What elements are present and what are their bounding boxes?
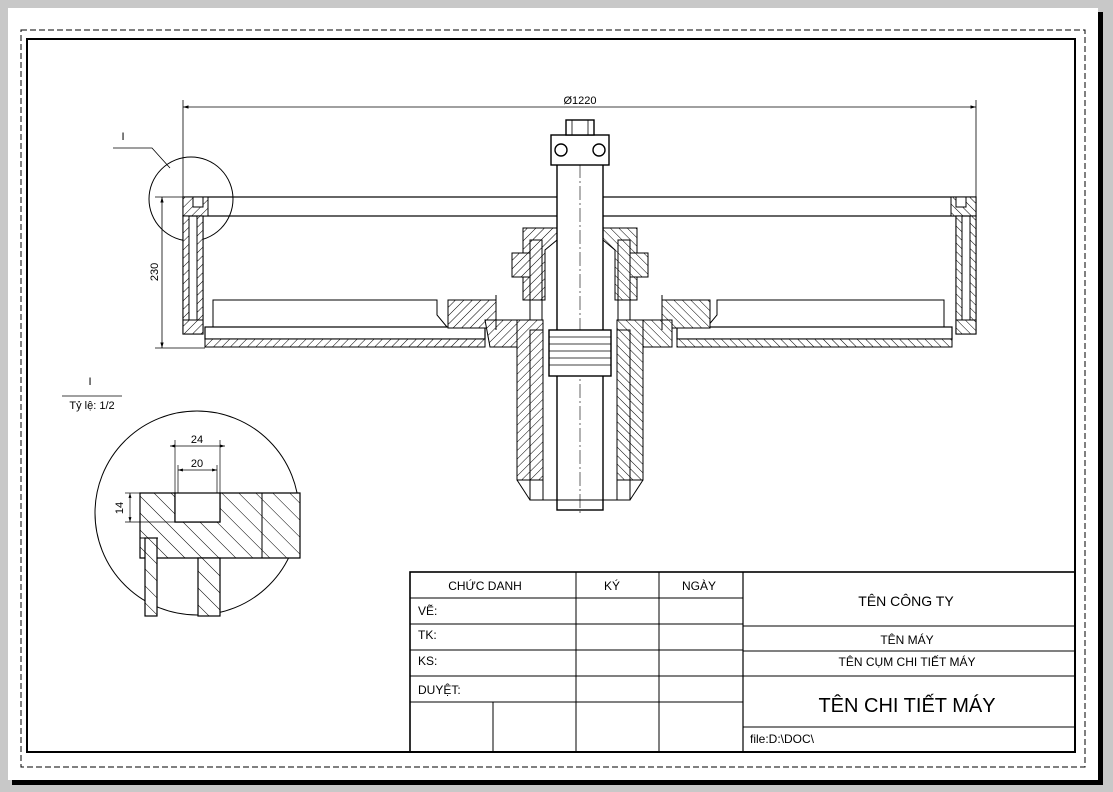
file-path: file:D:\DOC\	[750, 732, 815, 746]
machine-name: TÊN MÁY	[880, 632, 933, 647]
title-row-approved: DUYỆT:	[418, 682, 461, 697]
detail-scale-label: Tỷ lệ: 1/2	[69, 400, 114, 412]
assembly-name: TÊN CỤM CHI TIẾT MÁY	[839, 654, 976, 669]
detail-dim-depth: 14	[114, 502, 126, 514]
title-header-role: CHỨC DANH	[448, 578, 522, 593]
title-row-drawn: VẼ:	[418, 604, 437, 618]
detail-view-label: I	[88, 376, 91, 388]
title-row-checked: KS:	[418, 654, 437, 668]
main-section-view	[113, 100, 977, 515]
title-row-designed: TK:	[418, 628, 437, 642]
print-area-border	[20, 29, 1086, 768]
shaft-thread	[548, 329, 612, 377]
title-header-sign: KÝ	[604, 578, 620, 593]
height-dimension-text: 230	[149, 263, 161, 281]
detail-view	[94, 410, 301, 617]
title-block	[409, 571, 1076, 753]
part-name: TÊN CHI TIẾT MÁY	[818, 694, 995, 717]
detail-marker-label: I	[121, 131, 124, 143]
detail-dim-outer-width: 24	[191, 434, 203, 446]
company-name: TÊN CÔNG TY	[858, 593, 954, 609]
title-header-date: NGÀY	[682, 578, 716, 593]
detail-dim-inner-width: 20	[191, 458, 203, 470]
diameter-dimension-text: Ø1220	[563, 95, 596, 107]
shaft-nut	[550, 134, 610, 166]
